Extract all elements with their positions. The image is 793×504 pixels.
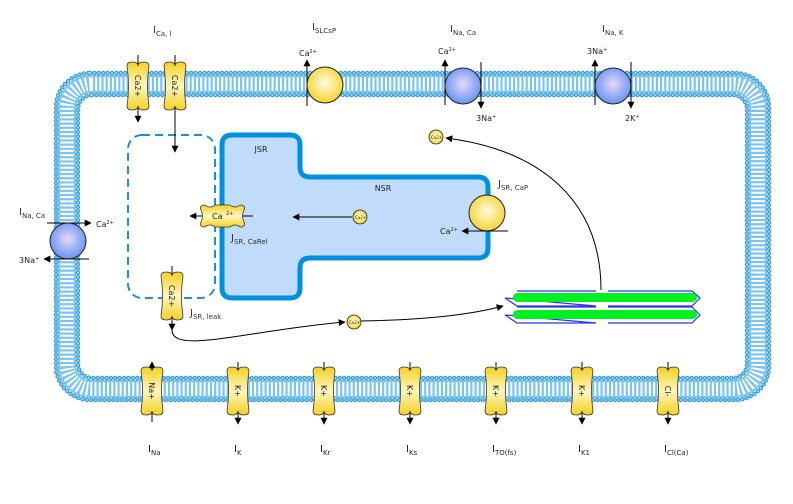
ion-channel-kr: K+ IKr (312, 362, 336, 457)
ca-ion-nsr: Ca2+ (352, 209, 368, 225)
myofilament-release-arrow (445, 135, 602, 291)
leak-channel: Ca2+ (160, 271, 184, 321)
ical-label: ICa, l (153, 25, 172, 38)
ion-channel-k: K+ IK (226, 362, 250, 457)
svg-text:Ca2+: Ca2+ (431, 135, 442, 140)
nak-in-ion: 2K+ (625, 114, 640, 123)
naca-top-out-ion: Ca2+ (438, 47, 456, 56)
serca-ion: Ca2+ (440, 227, 458, 236)
ca-ion-cytosol: Ca2+ (428, 129, 444, 145)
current-label: IKr (320, 444, 331, 457)
channel-body: K+ (226, 366, 250, 416)
channel-ion-label: Cl- (663, 386, 672, 397)
naca-exchanger-top (441, 59, 485, 109)
ion-channel-k1: K+ IK1 (570, 362, 594, 457)
nak-out-ion: 3Na+ (587, 47, 607, 56)
channel-ion-label: K+ (491, 385, 500, 397)
current-label: IK1 (578, 444, 590, 457)
current-label: INa (148, 444, 160, 457)
ion-channel-ks: K+ IKs (398, 362, 422, 457)
current-label: ITO(fs) (492, 444, 517, 457)
nak-pump (591, 59, 635, 109)
jsr-cap-label: JSR, CaP (497, 179, 528, 192)
channel-body: K+ (312, 366, 336, 416)
naca-top-in-ion: 3Na+ (476, 114, 496, 123)
slcsp-pump (303, 59, 344, 106)
channel-ion-label: Ca2+ (133, 75, 142, 97)
channel-ion-label: Na+ (147, 382, 156, 400)
jsr-carel-label: JSR, CaRel (230, 233, 268, 246)
ion-channel-clca: Cl- ICl(Ca) (656, 362, 689, 457)
svg-text:2+: 2+ (226, 211, 233, 217)
ion-channel-tofs: K+ ITO(fs) (484, 362, 517, 457)
slcsp-ion: Ca2+ (299, 49, 317, 58)
naca-left-na-ion: 3Na+ (19, 256, 39, 265)
jsr-leak-label: JSR, leak (189, 308, 222, 321)
ca-ion-leak: Ca2+ (346, 314, 362, 330)
naca-exchanger-left (43, 219, 92, 263)
bottom-channels: Na+ INa K+ IK K+ IKr K+ IKs K+ ITO(fs) K+ IK1 Cl- ICl… (140, 361, 689, 457)
channel-body: K+ (484, 366, 508, 416)
channel-body: Cl- (656, 366, 680, 416)
svg-text:Ca: Ca (212, 212, 223, 221)
channel-ion-label: K+ (577, 385, 586, 397)
current-label: IKs (406, 444, 418, 457)
ryr-release-channel: Ca 2+ (189, 204, 253, 228)
current-label: IK (234, 444, 242, 457)
serca-pump (461, 194, 508, 235)
myofilament-binding-arrow (360, 304, 504, 322)
channel-body: K+ (570, 366, 594, 416)
channel-ion-label: K+ (319, 385, 328, 397)
ical-channel: Ca2+ (163, 61, 187, 111)
current-label: ICl(Ca) (664, 444, 689, 457)
leak-path-arrow (171, 319, 346, 342)
channel-body: Na+ (140, 366, 164, 416)
inaca-left-label: INa, Ca (19, 207, 45, 220)
inaca-top-label: INa, Ca (450, 24, 476, 37)
sr-leak-channel: Ca2+ (160, 266, 184, 331)
myofilament (504, 290, 701, 324)
channel-ion-label: K+ (233, 385, 242, 397)
channel-ion-label: Ca2+ (170, 75, 179, 97)
nsr-label: NSR (375, 184, 392, 193)
jsr-label: JSR (254, 145, 268, 154)
ical-channel: Ca2+ (126, 61, 150, 111)
islcsp-label: ISLCsP (312, 22, 336, 35)
svg-text:Ca2+: Ca2+ (349, 320, 360, 325)
channel-ion-label: K+ (405, 385, 414, 397)
svg-text:Ca2+: Ca2+ (355, 215, 366, 220)
channel-body: K+ (398, 366, 422, 416)
inak-label: INa, K (602, 24, 624, 37)
channel-ion-label: Ca2+ (167, 285, 176, 307)
ion-channel-na: Na+ INa (140, 361, 164, 457)
ical-channels: Ca2+ Ca2+ (126, 55, 187, 123)
naca-left-ca-ion: Ca2+ (96, 220, 114, 229)
